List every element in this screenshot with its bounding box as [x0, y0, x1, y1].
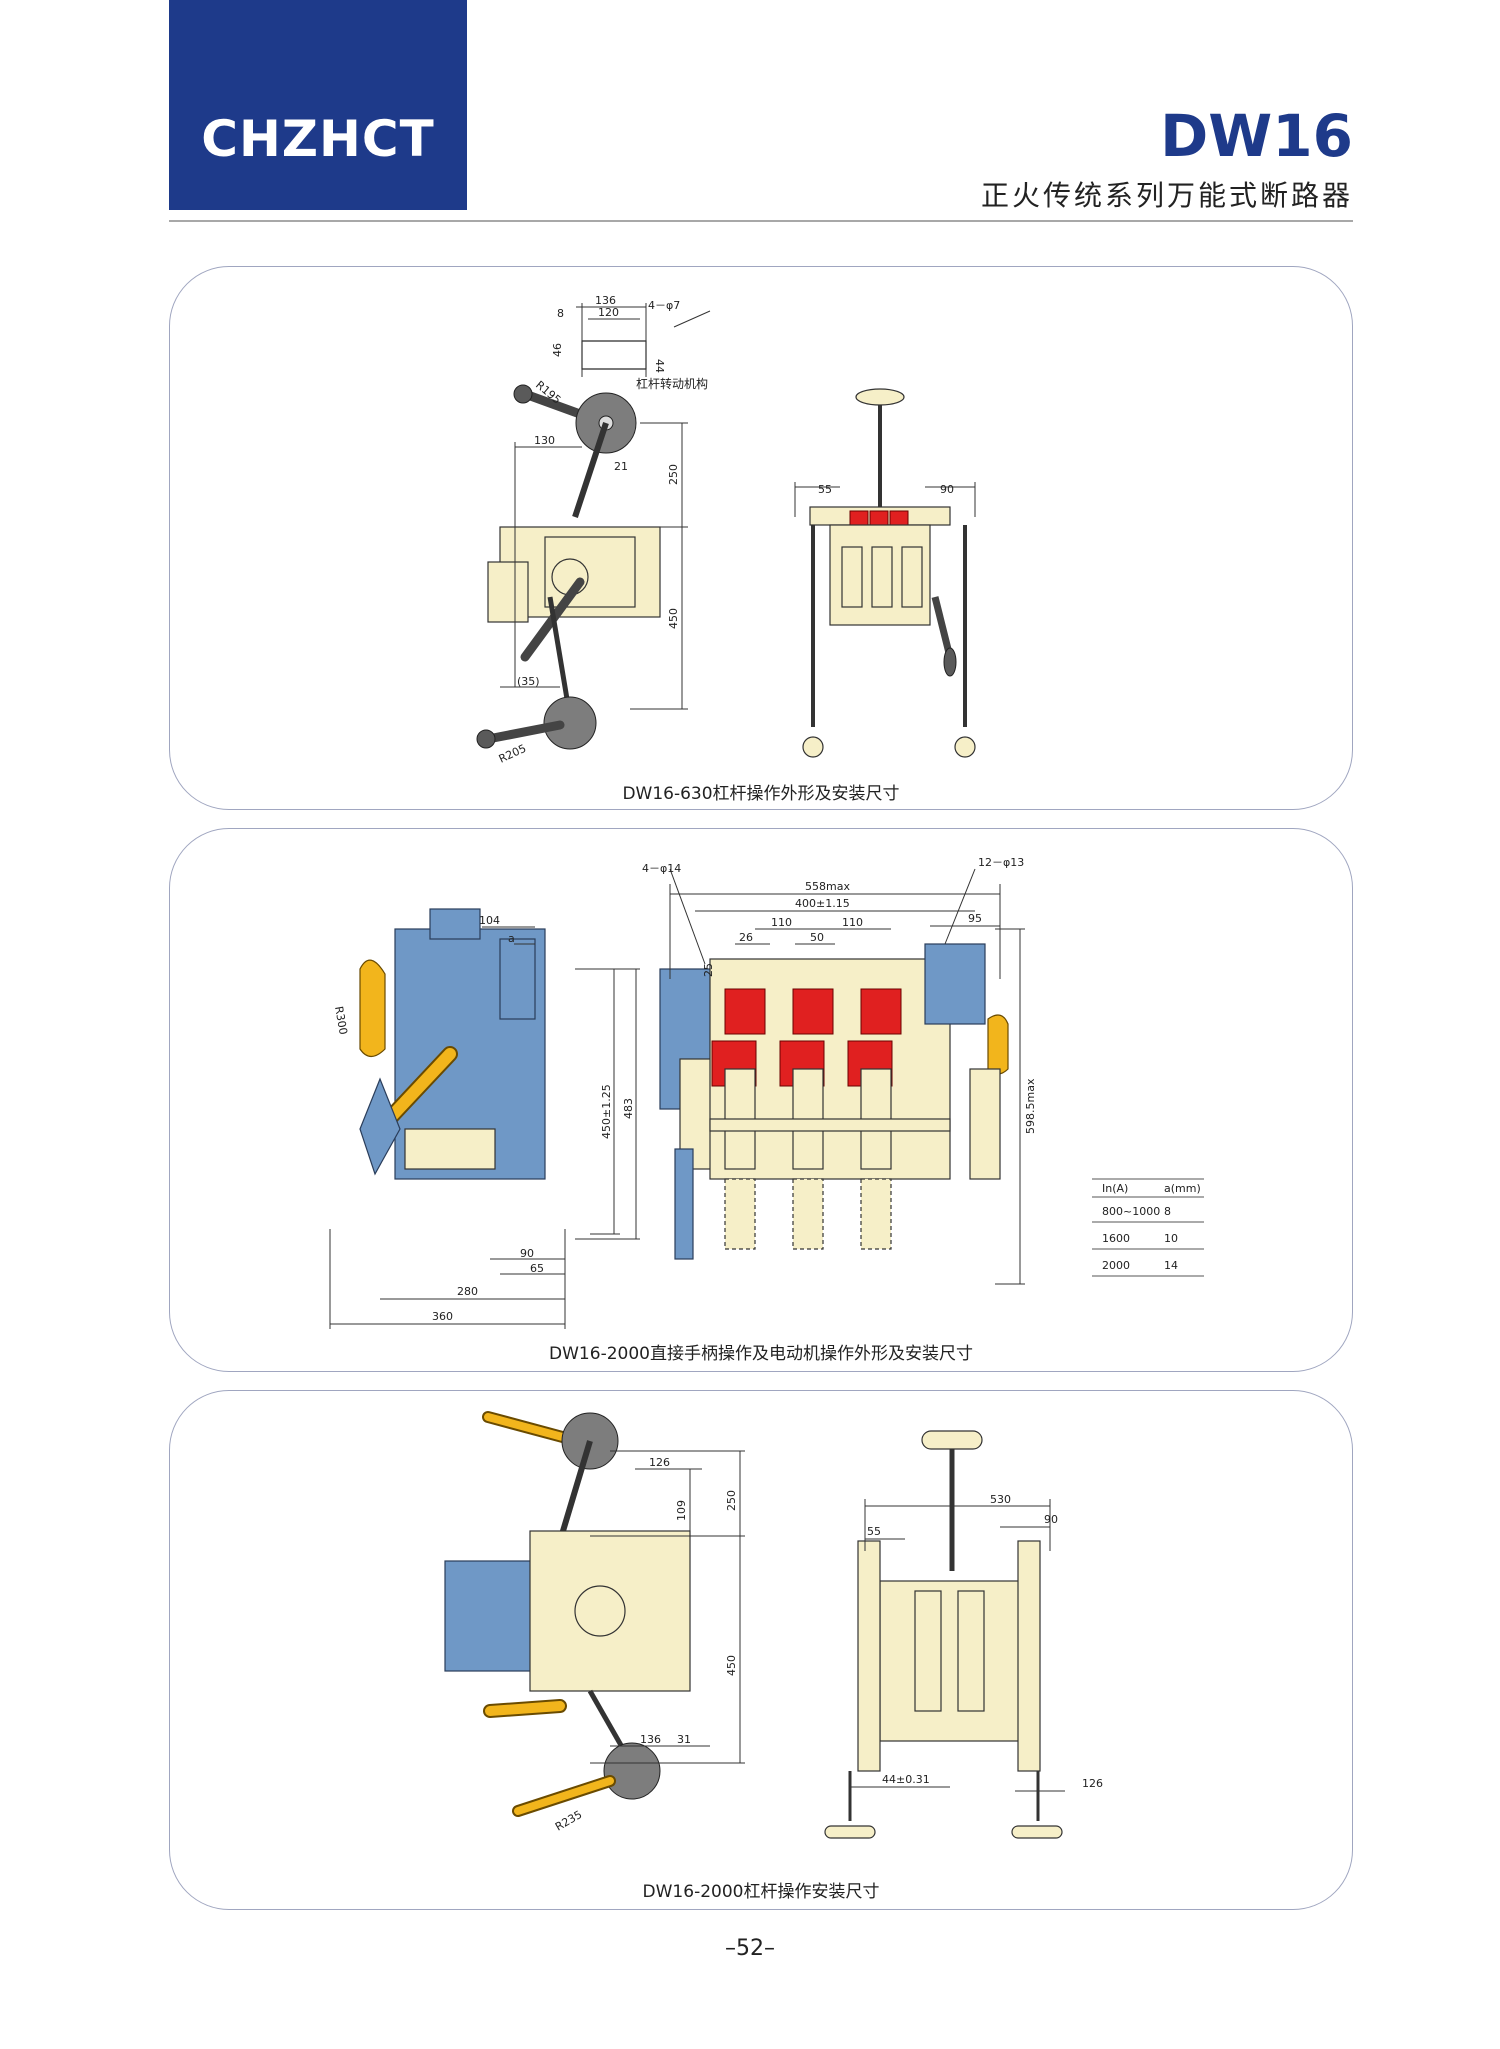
- dim-90c: 90: [1044, 1513, 1058, 1526]
- dim-4-phi7: 4－φ7: [648, 299, 680, 312]
- dim-400-tol: 400±1.15: [795, 897, 850, 910]
- dim-4-phi14: 4－φ14: [642, 862, 681, 875]
- dim-12-phi13: 12－φ13: [978, 856, 1024, 869]
- dim-104: 104: [479, 914, 500, 927]
- dim-126b: 126: [1082, 1777, 1103, 1790]
- dim-450: 450: [667, 608, 680, 629]
- dim-55: 55: [818, 483, 832, 496]
- caption-dw16-2000-direct: DW16-2000直接手柄操作及电动机操作外形及安装尺寸: [549, 1344, 973, 1364]
- dim-109: 109: [675, 1500, 688, 1521]
- table-cell-r2c1: 1600: [1102, 1232, 1130, 1245]
- product-model: DW16: [1160, 102, 1353, 170]
- caption-dw16-630: DW16-630杠杆操作外形及安装尺寸: [622, 784, 900, 804]
- dim-280: 280: [457, 1285, 478, 1298]
- dim-483: 483: [622, 1098, 635, 1119]
- dim-110-b: 110: [842, 916, 863, 929]
- caption-dw16-2000-lever: DW16-2000杠杆操作安装尺寸: [642, 1882, 880, 1902]
- dim-8: 8: [557, 307, 564, 320]
- dim-65: 65: [530, 1262, 544, 1275]
- dim-126: 126: [649, 1456, 670, 1469]
- dim-r300: R300: [332, 1005, 350, 1035]
- dim-250b: 250: [725, 1490, 738, 1511]
- table-header-a: a(mm): [1164, 1182, 1201, 1195]
- dim-95: 95: [968, 912, 982, 925]
- label-lever-mechanism: 杠杆转动机构: [636, 376, 708, 391]
- dim-530: 530: [990, 1493, 1011, 1506]
- table-cell-r3c2: 14: [1164, 1259, 1178, 1272]
- table-cell-r3c1: 2000: [1102, 1259, 1130, 1272]
- drawing-dw16-2000-lever: 126 250 109 450 136 31 R235 53: [444, 1411, 1103, 1839]
- dim-120: 120: [598, 306, 619, 319]
- a-dimension-table: In(A) a(mm) 800~1000 8 1600 10 2000 14: [1092, 1178, 1204, 1277]
- dim-r205: R205: [497, 742, 528, 766]
- table-cell-r1c2: 8: [1164, 1205, 1171, 1218]
- mount-hole-dims: 136 120 8 4－φ7 46 44: [551, 294, 711, 377]
- dim-90: 90: [940, 483, 954, 496]
- header-divider: [169, 220, 1353, 222]
- dim-26: 26: [739, 931, 753, 944]
- dim-21: 21: [614, 460, 628, 473]
- dim-360: 360: [432, 1310, 453, 1323]
- table-cell-r1c1: 800~1000: [1102, 1205, 1160, 1218]
- dim-a: a: [508, 932, 515, 945]
- drawing-dw16-2000-direct: 104 a R300 450±1.25 483 90 65 280 360: [329, 856, 1204, 1329]
- dim-450-tol: 450±1.25: [600, 1084, 613, 1139]
- dim-46: 46: [551, 343, 564, 357]
- side-view-2000-lever: [444, 1411, 745, 1817]
- dim-450b: 450: [725, 1655, 738, 1676]
- brand-logo-text: CHZHCT: [201, 110, 435, 168]
- dim-44-tol: 44±0.31: [882, 1773, 930, 1786]
- dim-136b: 136: [640, 1733, 661, 1746]
- panel-dw16-2000-direct: 104 a R300 450±1.25 483 90 65 280 360: [169, 828, 1353, 1372]
- side-view-2000-direct: [329, 908, 640, 1329]
- dim-130: 130: [534, 434, 555, 447]
- dim-136: 136: [595, 294, 616, 307]
- dim-90b: 90: [520, 1247, 534, 1260]
- dim-50: 50: [810, 931, 824, 944]
- table-cell-r2c2: 10: [1164, 1232, 1178, 1245]
- dim-598-5max: 598.5max: [1024, 1078, 1037, 1134]
- product-subtitle: 正火传统系列万能式断路器: [980, 179, 1353, 212]
- dim-r235: R235: [553, 1808, 584, 1834]
- front-view-2000-direct: [659, 868, 1025, 1285]
- front-view-630: [794, 388, 976, 758]
- dim-110-a: 110: [771, 916, 792, 929]
- panel-dw16-2000-lever: 126 250 109 450 136 31 R235 53: [169, 1390, 1353, 1910]
- panel-dw16-630: 136 120 8 4－φ7 46 44: [169, 266, 1353, 810]
- dim-44: 44: [653, 359, 666, 373]
- front-view-2000-lever: [824, 1430, 1065, 1839]
- dim-35: (35): [517, 675, 540, 688]
- drawing-dw16-630: 136 120 8 4－φ7 46 44: [476, 294, 976, 766]
- dim-558max: 558max: [805, 880, 850, 893]
- page-number: –52–: [725, 1936, 775, 1961]
- dim-55b: 55: [867, 1525, 881, 1538]
- table-header-in: In(A): [1102, 1182, 1128, 1195]
- dim-31: 31: [677, 1733, 691, 1746]
- dim-25: 25: [702, 963, 715, 977]
- side-view-630: [476, 384, 688, 750]
- brand-logo-block: CHZHCT: [169, 0, 467, 210]
- dim-250: 250: [667, 464, 680, 485]
